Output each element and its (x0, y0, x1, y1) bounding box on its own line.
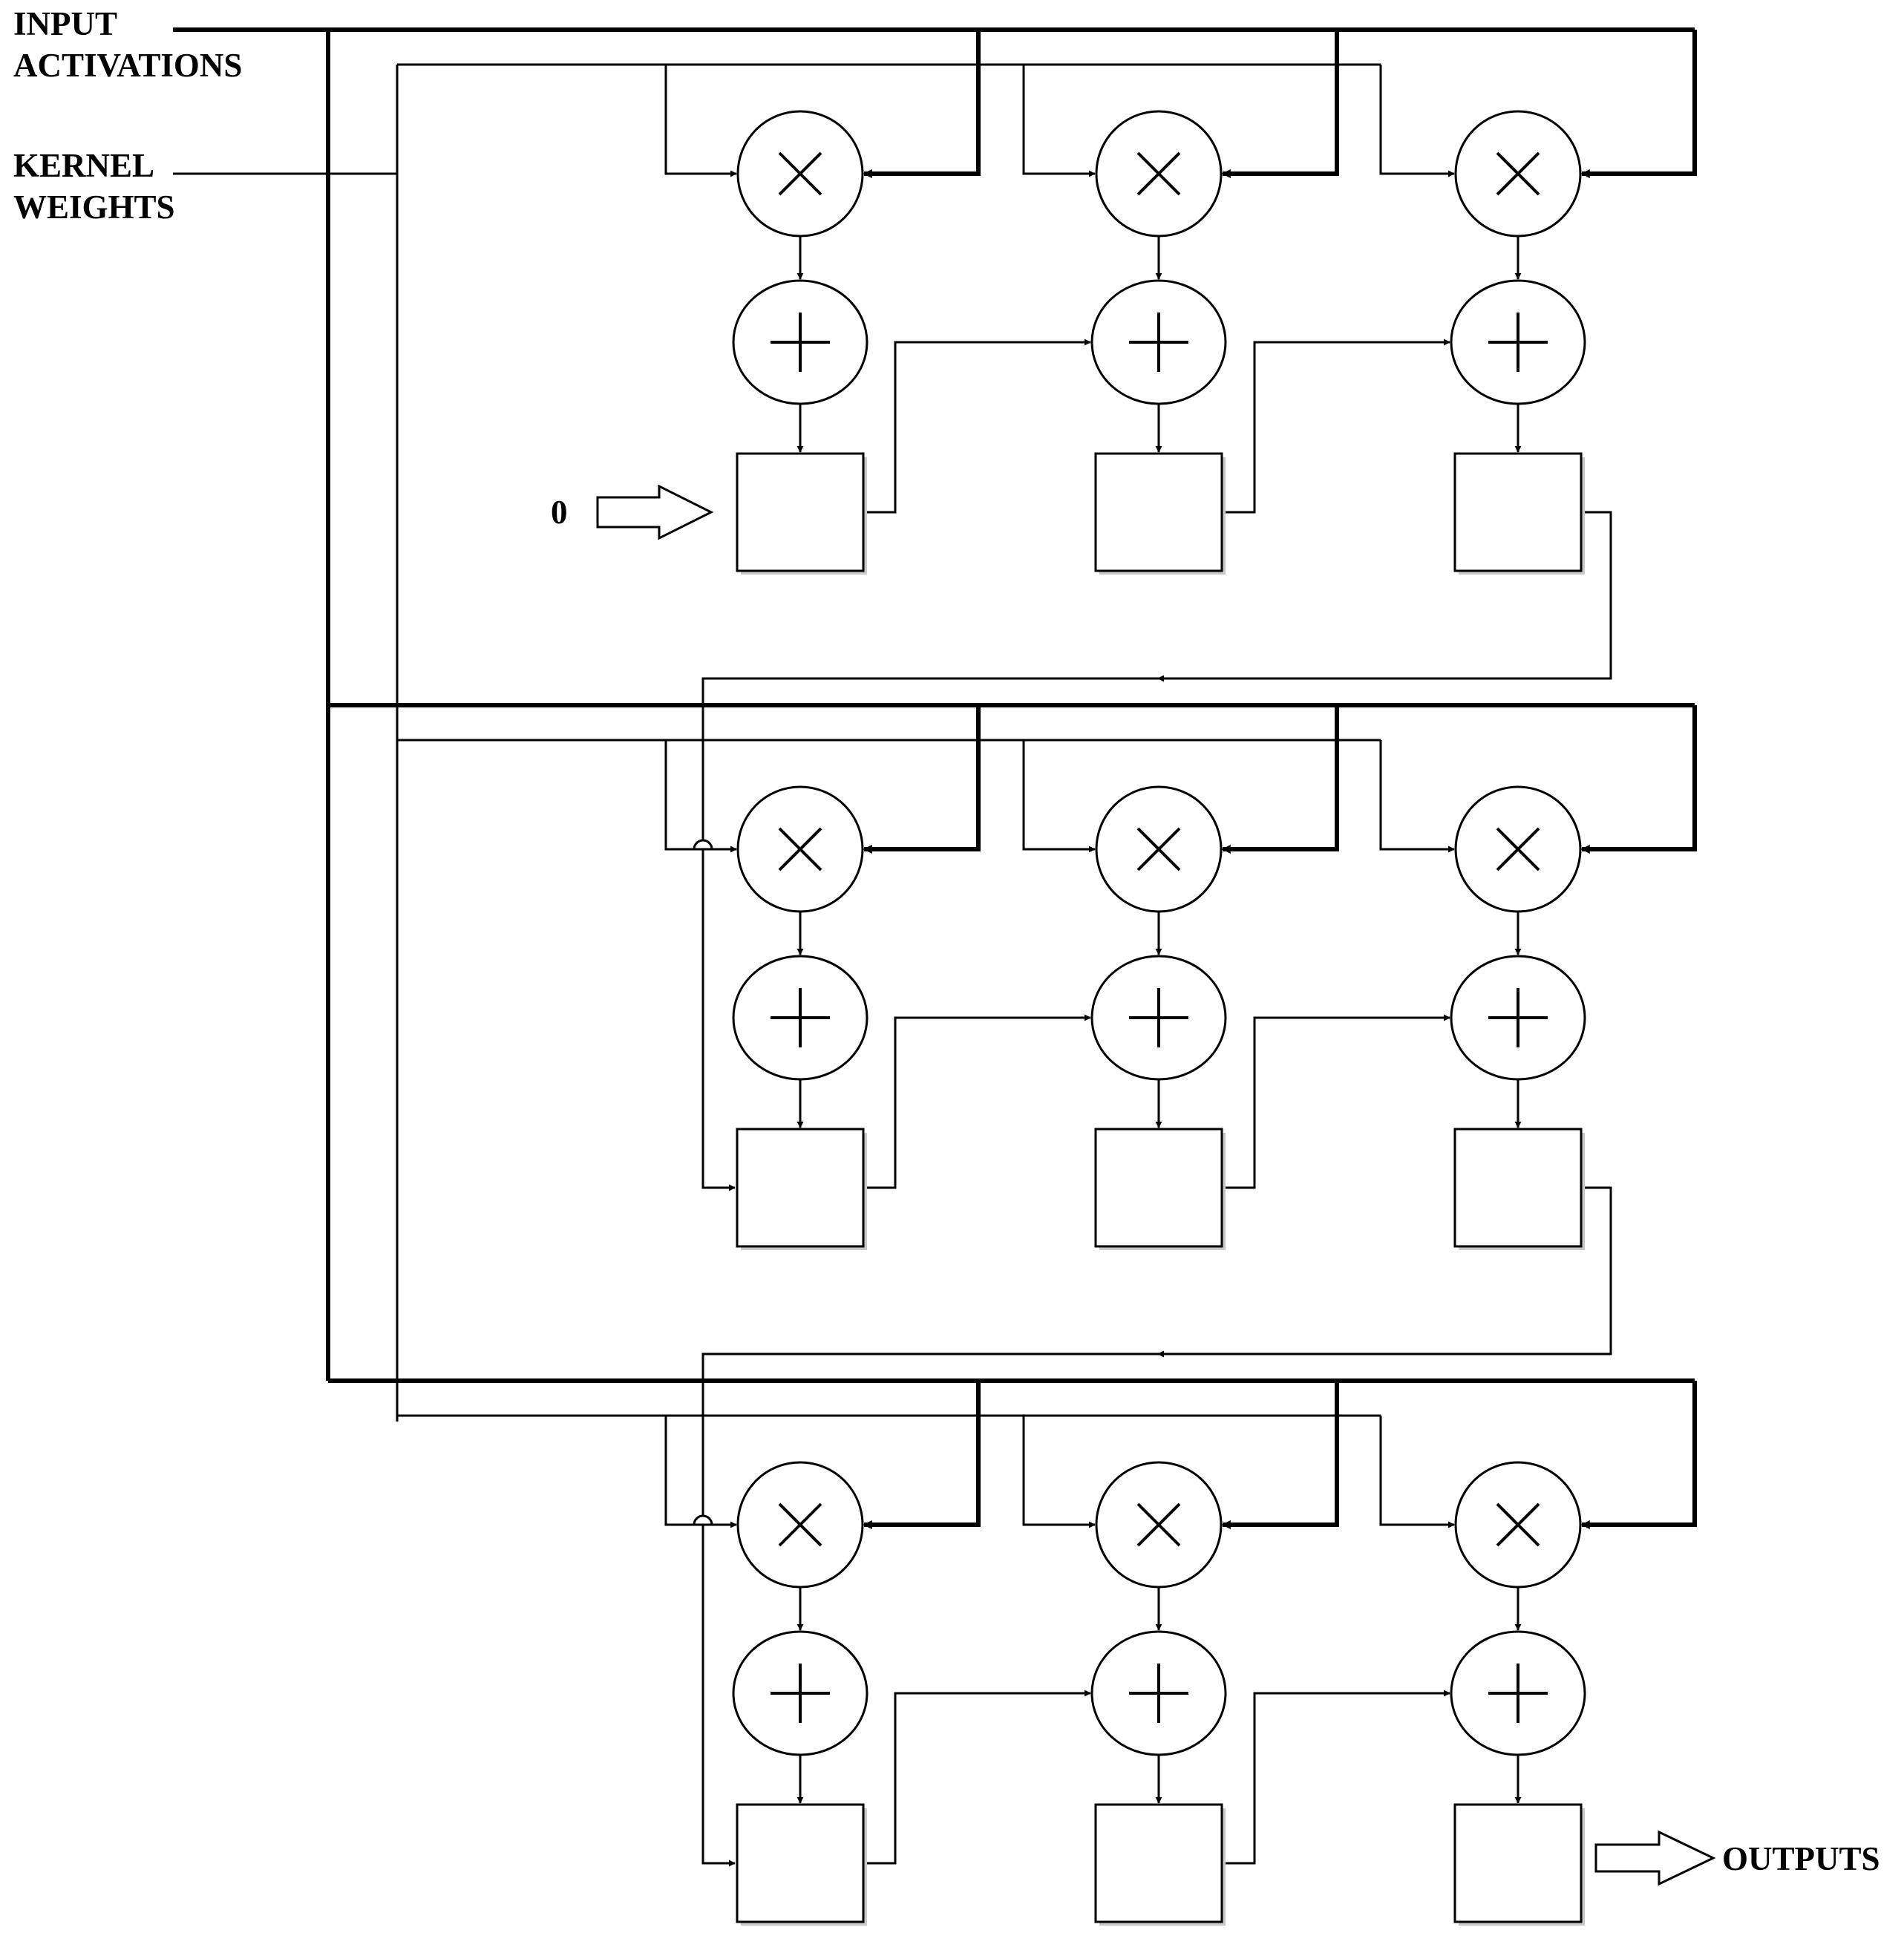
weight-input-arrow (1379, 740, 1455, 853)
adder-node (1090, 1630, 1227, 1756)
initial-zero-arrow (596, 484, 714, 540)
activation-input-arrow (1580, 30, 1697, 178)
partial-sum-arrow (863, 338, 1091, 514)
register-box (736, 1803, 867, 1926)
activation-input-arrow (1221, 705, 1339, 854)
row-wrap-arrow (701, 1353, 1159, 1867)
multiplier-node (1095, 1461, 1223, 1589)
row-wrap-arrow (701, 677, 1159, 1191)
multiplier-node (1454, 110, 1582, 238)
activation-input-arrow (1221, 1381, 1339, 1529)
multiply-icon (1136, 827, 1181, 871)
initial-zero-label: 0 (551, 494, 568, 531)
partial-sum-arrow (863, 1690, 1091, 1865)
multiplier-node (736, 785, 864, 913)
multiplier-node (736, 1461, 864, 1589)
multiplier-node (1454, 1461, 1582, 1589)
wire-crossing-hop (693, 839, 713, 850)
multiply-icon (778, 1502, 822, 1547)
input-activations-label-line1: INPUT (13, 5, 117, 42)
register-box (736, 1128, 867, 1250)
adder-node (732, 1630, 868, 1756)
register-rect (1453, 1803, 1583, 1923)
register-rect (736, 1128, 865, 1248)
kernel-weights-label-line2: WEIGHTS (13, 189, 175, 226)
multiply-icon (1136, 151, 1181, 196)
register-box (1453, 1128, 1585, 1250)
weight-input-arrow (1379, 65, 1455, 177)
register-box (1094, 452, 1226, 575)
register-rect (1094, 452, 1223, 572)
activation-input-arrow (1580, 705, 1697, 854)
multiplier-node (1095, 110, 1223, 238)
register-box (1094, 1803, 1226, 1926)
partial-sum-arrow (1222, 1690, 1450, 1865)
adder-node (732, 279, 868, 405)
multiply-icon (1496, 1502, 1540, 1547)
activation-input-arrow (863, 705, 981, 854)
partial-sum-arrow (1222, 1014, 1450, 1189)
register-box (1453, 452, 1585, 575)
outputs-arrow (1594, 1830, 1716, 1886)
adder-node (1450, 1630, 1586, 1756)
register-rect (1094, 1128, 1223, 1248)
multiplier-node (1095, 785, 1223, 913)
activation-input-arrow (863, 1381, 981, 1529)
weight-input-arrow (664, 740, 737, 853)
partial-sum-arrow (863, 1014, 1091, 1189)
wires (173, 27, 1697, 1867)
weight-input-arrow (664, 65, 737, 177)
weight-input-arrow (1022, 740, 1096, 853)
kernel-weights-label-line1: KERNEL (13, 147, 154, 184)
multiply-icon (778, 827, 822, 871)
activation-input-arrow (863, 30, 981, 178)
processing-elements (732, 110, 1586, 1926)
multiply-icon (778, 151, 822, 196)
weight-input-arrow (1022, 65, 1096, 177)
multiply-icon (1136, 1502, 1181, 1547)
adder-node (1090, 279, 1227, 405)
row-wrap-arrow (1157, 1186, 1612, 1358)
adder-node (1450, 279, 1586, 405)
register-rect (1094, 1803, 1223, 1923)
register-rect (736, 1803, 865, 1923)
adder-node (732, 955, 868, 1081)
row-wrap-arrow (1157, 511, 1612, 682)
register-box (1094, 1128, 1226, 1250)
multiplier-node (736, 110, 864, 238)
wire-crossing-hop (693, 1514, 713, 1525)
register-rect (736, 452, 865, 572)
weight-input-arrow (664, 1416, 737, 1528)
adder-node (1090, 955, 1227, 1081)
weight-input-arrow (1022, 1416, 1096, 1528)
register-rect (1453, 1128, 1583, 1248)
register-box (1453, 1803, 1585, 1926)
multiply-icon (1496, 151, 1540, 196)
adder-node (1450, 955, 1586, 1081)
multiply-icon (1496, 827, 1540, 871)
register-rect (1453, 452, 1583, 572)
activation-input-arrow (1580, 1381, 1697, 1529)
register-box (736, 452, 867, 575)
input-activations-label-line2: ACTIVATIONS (13, 47, 242, 84)
activation-input-arrow (1221, 30, 1339, 178)
weight-input-arrow (1379, 1416, 1455, 1528)
partial-sum-arrow (1222, 338, 1450, 514)
outputs-label: OUTPUTS (1722, 1840, 1880, 1877)
multiplier-node (1454, 785, 1582, 913)
